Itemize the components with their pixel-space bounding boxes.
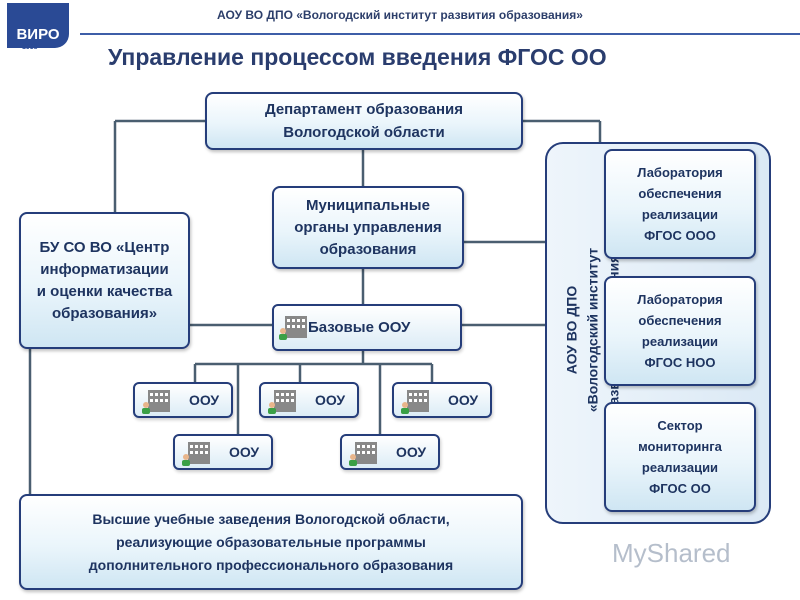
sector-label: Сектор мониторинга реализации ФГОС ОО bbox=[638, 418, 722, 496]
bu-center-node: БУ СО ВО «Центр информатизации и оценки … bbox=[19, 212, 190, 349]
bu-center-label: БУ СО ВО «Центр информатизации и оценки … bbox=[36, 238, 173, 322]
base-schools-label: Базовые ООУ bbox=[308, 319, 411, 336]
school-building-icon bbox=[279, 316, 307, 340]
universities-label: Высшие учебные заведения Вологодской обл… bbox=[88, 510, 454, 573]
logo-text: ВИРО bbox=[16, 26, 60, 43]
department-node: Департамент образования Вологодской обла… bbox=[205, 92, 523, 150]
ooy-node-5: ООУ bbox=[340, 434, 440, 470]
ooy-label: ООУ bbox=[315, 392, 346, 408]
lab-ooo-node: Лаборатория обеспечения реализации ФГОС … bbox=[604, 149, 756, 259]
logo-year: 1938 bbox=[22, 44, 38, 51]
ooy-label: ООУ bbox=[448, 392, 479, 408]
school-building-icon bbox=[182, 442, 210, 466]
universities-node: Высшие учебные заведения Вологодской обл… bbox=[19, 494, 523, 590]
page-title: Управление процессом введения ФГОС ОО bbox=[108, 44, 607, 70]
ooy-label: ООУ bbox=[189, 392, 220, 408]
organization-header: АОУ ВО ДПО «Вологодский институт развити… bbox=[217, 8, 583, 22]
viro-logo: ВИРО bbox=[7, 3, 69, 48]
school-building-icon bbox=[349, 442, 377, 466]
school-building-icon bbox=[268, 390, 296, 414]
ooy-node-4: ООУ bbox=[173, 434, 273, 470]
school-building-icon bbox=[142, 390, 170, 414]
base-schools-node: Базовые ООУ bbox=[272, 304, 462, 351]
lab-noo-label: Лаборатория обеспечения реализации ФГОС … bbox=[637, 292, 723, 370]
municipal-node: Муниципальные органы управления образова… bbox=[272, 186, 464, 269]
municipal-label: Муниципальные органы управления образова… bbox=[294, 196, 442, 258]
lab-noo-node: Лаборатория обеспечения реализации ФГОС … bbox=[604, 276, 756, 386]
lab-ooo-label: Лаборатория обеспечения реализации ФГОС … bbox=[637, 165, 723, 243]
sector-node: Сектор мониторинга реализации ФГОС ОО bbox=[604, 402, 756, 512]
ooy-label: ООУ bbox=[396, 444, 427, 460]
watermark: MyShared bbox=[612, 538, 731, 568]
ooy-node-1: ООУ bbox=[133, 382, 233, 418]
department-label: Департамент образования Вологодской обла… bbox=[264, 101, 464, 141]
ooy-node-3: ООУ bbox=[392, 382, 492, 418]
ooy-label: ООУ bbox=[229, 444, 260, 460]
ooy-node-2: ООУ bbox=[259, 382, 359, 418]
header-divider bbox=[80, 33, 800, 35]
school-building-icon bbox=[401, 390, 429, 414]
